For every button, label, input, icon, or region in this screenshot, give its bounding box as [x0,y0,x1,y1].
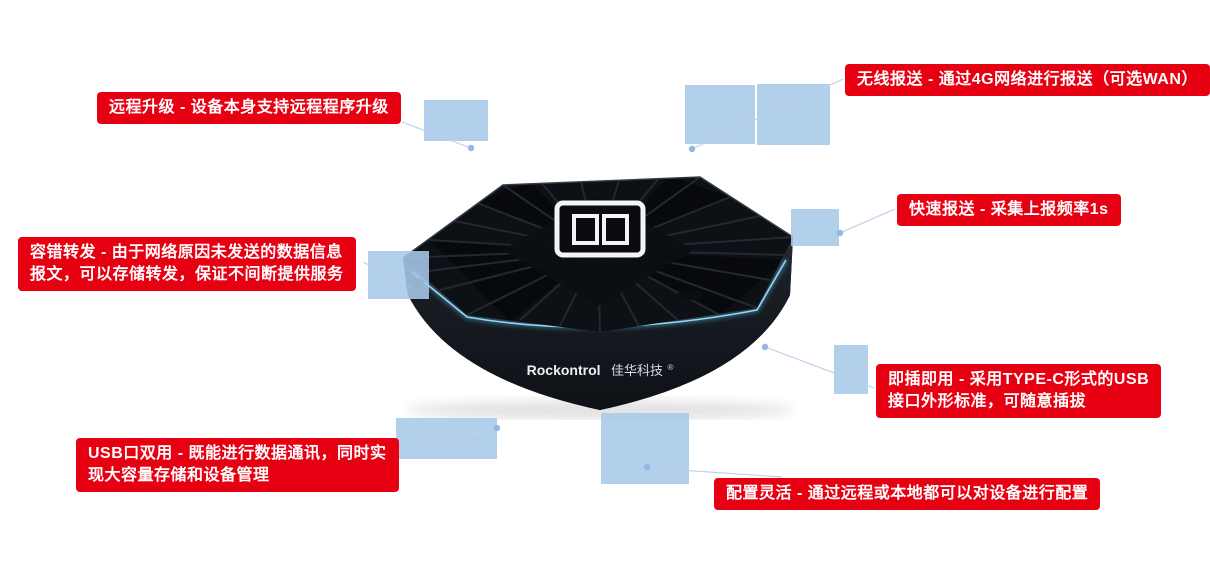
callout-plug-and-play: 即插即用 - 采用TYPE-C形式的USB 接口外形标准，可随意插拔 [876,364,1162,418]
callout-flexible-config: 配置灵活 - 通过远程或本地都可以对设备进行配置 [714,478,1101,510]
device-illustration: Rockontrol 佳华科技 ® [402,176,795,419]
highlight-region-fault-tolerant [368,251,429,299]
callout-usb-dual-use: USB口双用 - 既能进行数据通讯，同时实 现大容量存储和设备管理 [76,438,399,492]
device-brand-cn: 佳华科技 [611,363,663,378]
device-rim-highlight [402,176,794,259]
highlight-region-remote-upgrade [424,100,488,141]
device-front-face [403,237,793,410]
highlight-region-plug-and-play [834,345,868,394]
callout-wireless-report: 无线报送 - 通过4G网络进行报送（可选WAN） [845,64,1210,96]
highlight-region-wireless-1 [685,85,755,144]
highlight-region-flexible-config [601,413,689,484]
device-brand-en: Rockontrol [527,362,601,378]
device-nub-right [677,290,703,300]
highlight-region-usb-dual-use [396,418,497,459]
callout-remote-upgrade: 远程升级 - 设备本身支持远程程序升级 [97,92,401,124]
device-brand-text: Rockontrol 佳华科技 ® [527,362,674,379]
highlight-region-fast-report [791,209,839,246]
callout-fault-tolerant-forward: 容错转发 - 由于网络原因未发送的数据信息 报文，可以存储转发，保证不间断提供服… [18,237,356,291]
device-logo [554,200,646,258]
callout-fast-report: 快速报送 - 采集上报频率1s [897,194,1121,226]
device-reg-mark: ® [667,363,673,372]
highlight-region-wireless-2 [757,84,830,145]
